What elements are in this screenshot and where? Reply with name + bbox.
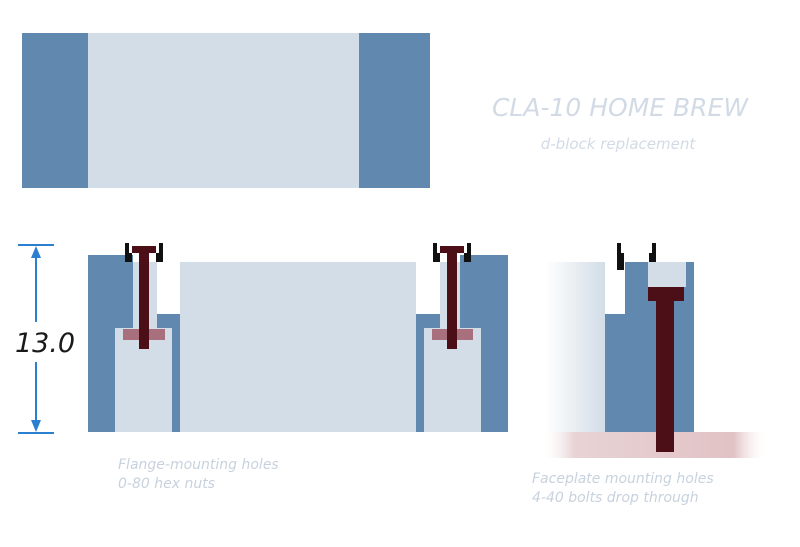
dimension-arrow-down xyxy=(31,420,41,432)
faceplate-bolt-shaft xyxy=(656,301,674,452)
left-bolt-shaft xyxy=(139,253,149,349)
dimension-value: 13.0 xyxy=(15,328,75,359)
left-bolt-head xyxy=(132,246,156,253)
top-view-body xyxy=(88,33,359,188)
faceplate-fade-body xyxy=(545,262,605,432)
faceplate-bolt-head xyxy=(648,287,684,301)
flange-note-line1: Flange-mounting holes xyxy=(118,457,279,473)
right-flange-bolt xyxy=(432,243,473,349)
faceplate-clip-right xyxy=(649,243,656,262)
left-clip-right xyxy=(156,243,163,262)
top-view-left-flange xyxy=(22,33,88,188)
faceplate-section xyxy=(540,243,768,458)
side-section-flange xyxy=(88,243,508,432)
faceplate-note-line1: Faceplate mounting holes xyxy=(532,471,714,487)
height-dimension: 13.0 xyxy=(15,244,75,434)
faceplate-clip-left xyxy=(617,243,624,270)
left-clip-left xyxy=(125,243,132,262)
faceplate-ground xyxy=(540,432,768,458)
flange-note-line2: 0-80 hex nuts xyxy=(118,476,215,492)
left-flange-bolt xyxy=(123,243,165,349)
page-title: CLA-10 HOME BREW xyxy=(492,93,749,122)
top-view xyxy=(22,33,430,188)
top-view-right-flange xyxy=(359,33,430,188)
dimension-arrow-up xyxy=(31,246,41,258)
page-subtitle: d-block replacement xyxy=(541,135,697,153)
faceplate-note-line2: 4-40 bolts drop through xyxy=(532,490,699,506)
faceplate-light-slot xyxy=(648,262,686,287)
side-section-light-core xyxy=(180,262,416,432)
right-bolt-shaft xyxy=(447,253,457,349)
right-clip-left xyxy=(433,243,440,262)
right-bolt-head xyxy=(440,246,464,253)
right-clip-right xyxy=(464,243,471,262)
